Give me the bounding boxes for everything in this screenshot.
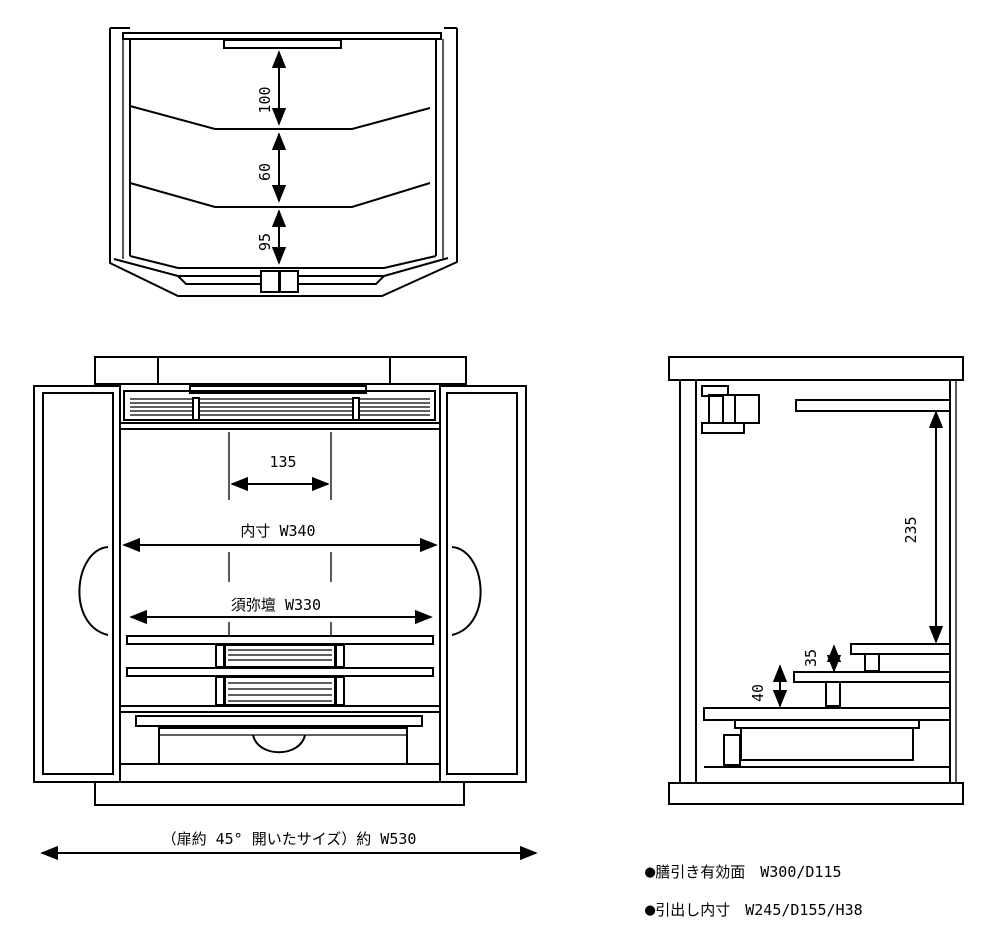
front-view: 135 内寸 W340 須弥壇 W330 （扉約 45° 開いたサイズ）約 W5… <box>33 356 538 861</box>
side-dim-35: 35 <box>802 649 820 667</box>
spec-item-drawer: ●引出し内寸 W245/D155/H38 <box>645 900 863 920</box>
side-view: 235 35 40 <box>668 356 964 805</box>
side-dim-235: 235 <box>902 516 920 543</box>
side-dim-40: 40 <box>749 684 767 702</box>
top-dim-60: 60 <box>256 163 274 181</box>
top-view: 100 60 95 <box>109 27 458 297</box>
front-open-width-caption: （扉約 45° 開いたサイズ）約 W530 <box>162 830 417 848</box>
spec-list: ●膳引き有効面 W300/D115 ●引出し内寸 W245/D155/H38 <box>645 862 863 920</box>
front-dim-inner-width: 内寸 W340 <box>240 522 315 540</box>
top-dim-95: 95 <box>256 233 274 251</box>
front-dim-135: 135 <box>269 453 296 471</box>
top-dim-100: 100 <box>256 86 274 113</box>
front-dim-altar-width: 須弥壇 W330 <box>231 596 321 614</box>
spec-item-serving-tray: ●膳引き有効面 W300/D115 <box>645 862 842 882</box>
